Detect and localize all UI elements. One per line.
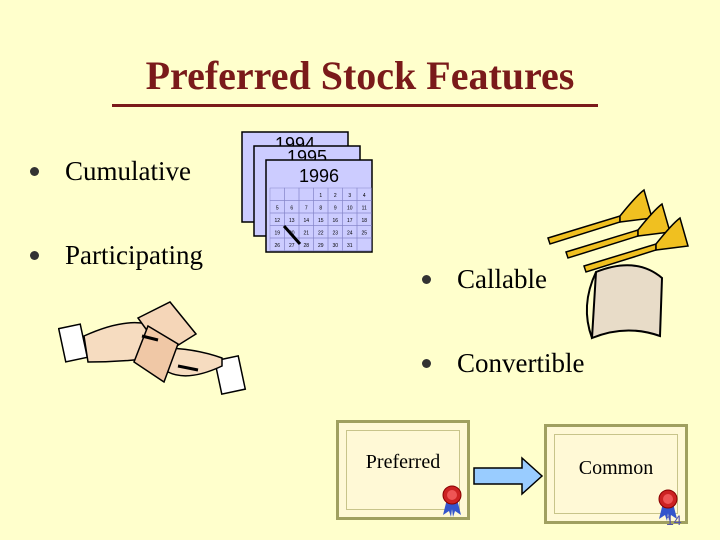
calendar-day: 17 — [347, 218, 353, 224]
preferred-certificate-label: Preferred — [365, 451, 441, 473]
calendar-day: 16 — [332, 218, 338, 224]
calendar-day: 10 — [347, 206, 353, 212]
calendar-day: 26 — [274, 243, 280, 249]
calendar-day: 5 — [276, 206, 279, 212]
calendar-day: 25 — [361, 231, 367, 237]
trumpets-banner-icon — [547, 188, 689, 340]
common-certificate-label: Common — [578, 457, 654, 479]
calendar-cell — [356, 237, 372, 251]
calendar-day: 19 — [274, 231, 280, 237]
bullet-convertible: Convertible — [422, 348, 584, 379]
seal-ribbon-icon — [658, 489, 678, 521]
calendar-day: 31 — [347, 243, 353, 249]
calendar-day: 8 — [319, 206, 322, 212]
calendar-day: 30 — [332, 243, 338, 249]
calendar-day: 24 — [347, 231, 353, 237]
bullet-participating-label: Participating — [65, 240, 203, 270]
bullet-dot-icon — [422, 359, 431, 368]
handshake-envelope-icon — [58, 301, 247, 396]
calendar-grid: 1234567891011121314151617181920212223242… — [269, 187, 372, 251]
certificate-border — [554, 434, 678, 514]
calendar-year-1996: 1996 — [299, 166, 339, 186]
calendar-page-front: 1996 12345678910111213141516171819202122… — [265, 159, 373, 253]
calendar-day: 21 — [303, 231, 309, 237]
conversion-arrow-icon — [473, 456, 544, 496]
calendar-day: 23 — [332, 231, 338, 237]
calendar-day: 29 — [318, 243, 324, 249]
calendar-day: 12 — [274, 218, 280, 224]
calendar-day: 15 — [318, 218, 324, 224]
bullet-participating: Participating — [30, 240, 203, 271]
calendar-day: 11 — [362, 206, 367, 212]
title-underline — [112, 104, 598, 107]
calendar-day: 13 — [289, 218, 295, 224]
calendar-day: 9 — [334, 206, 337, 212]
slide-title: Preferred Stock Features — [145, 53, 575, 98]
bullet-cumulative: Cumulative — [30, 156, 191, 187]
calendar-day: 22 — [318, 231, 324, 237]
bullet-callable-label: Callable — [457, 264, 547, 294]
bullet-dot-icon — [30, 251, 39, 260]
calendar-day: 27 — [289, 243, 295, 249]
calendar-day: 3 — [348, 193, 351, 199]
calendar-day: 2 — [334, 193, 337, 199]
bullet-dot-icon — [30, 167, 39, 176]
certificate-border — [346, 430, 460, 510]
bullet-callable: Callable — [422, 264, 547, 295]
bullet-convertible-label: Convertible — [457, 348, 585, 378]
seal-ribbon-icon — [442, 485, 462, 517]
bullet-cumulative-label: Cumulative — [65, 156, 191, 186]
calendar-day: 6 — [290, 206, 293, 212]
bullet-dot-icon — [422, 275, 431, 284]
calendar-day: 4 — [363, 193, 366, 199]
preferred-certificate: Preferred — [336, 420, 470, 520]
calendar-day: 14 — [303, 218, 309, 224]
calendar-day: 28 — [303, 243, 309, 249]
calendar-day: 1 — [319, 193, 322, 199]
calendar-day: 18 — [361, 218, 367, 224]
common-certificate: Common — [544, 424, 688, 524]
slide-number: 14 — [666, 512, 682, 528]
calendar-day: 7 — [305, 206, 308, 212]
calendar-pen-icon — [282, 225, 302, 245]
